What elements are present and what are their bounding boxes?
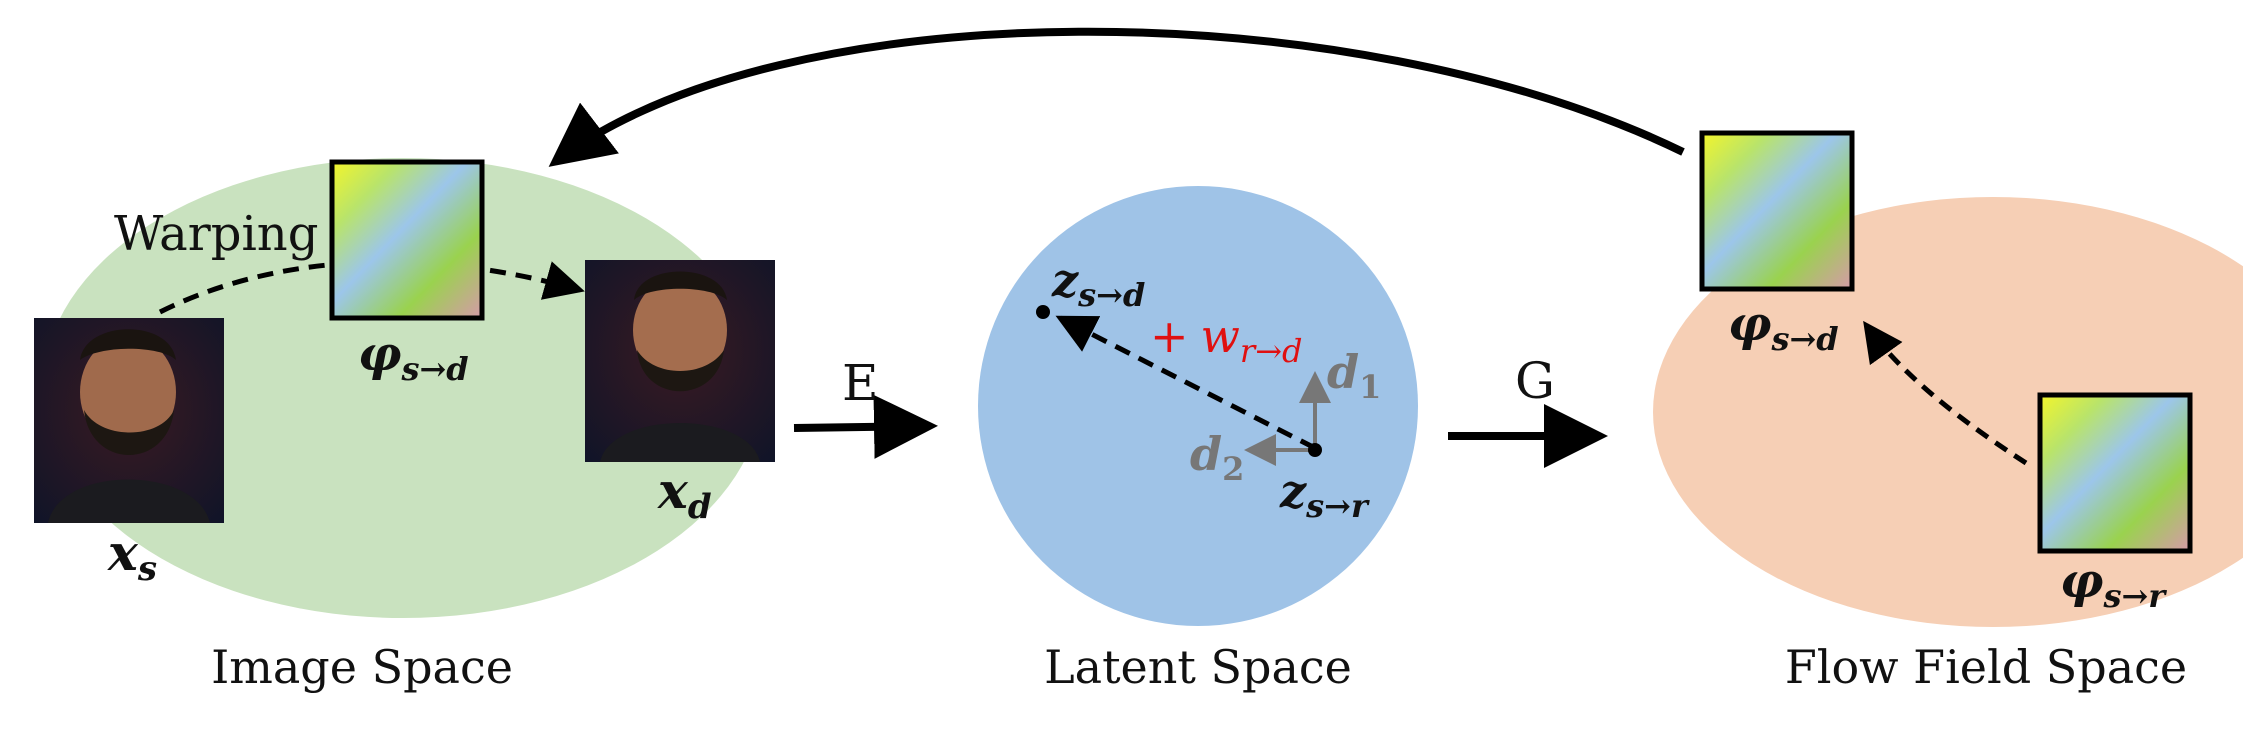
flow-field-s-to-d-icon bbox=[1699, 130, 1855, 292]
label-x-s: xs bbox=[107, 523, 157, 589]
point-z-s-to-r bbox=[1308, 443, 1322, 457]
d2-subscript: 2 bbox=[1222, 450, 1244, 488]
latent-dashed-vector bbox=[1055, 315, 1317, 451]
x-symbol: x bbox=[657, 461, 689, 520]
phi-s-to-d-subscript: s→d bbox=[1770, 320, 1838, 358]
z-s-to-r-subscript: s→r bbox=[1305, 487, 1370, 525]
feedback-arc-arrow bbox=[548, 27, 1685, 167]
d-symbol: d bbox=[1190, 427, 1222, 481]
latent-space-region bbox=[978, 186, 1418, 626]
phi-symbol: φ bbox=[2060, 553, 2103, 609]
source-face-image bbox=[34, 318, 224, 523]
x-s-subscript: s bbox=[137, 549, 157, 589]
x-d-subscript: d bbox=[688, 487, 712, 527]
x-symbol: x bbox=[107, 523, 139, 582]
phi-symbol: φ bbox=[1728, 296, 1771, 352]
label-phi-s-to-r: φs→r bbox=[2060, 553, 2167, 615]
z-symbol: z bbox=[1279, 464, 1307, 518]
point-z-s-to-d bbox=[1036, 305, 1050, 319]
warping-label: Warping bbox=[114, 206, 318, 262]
label-phi-warp: φs→d bbox=[358, 326, 469, 388]
label-d2: d2 bbox=[1190, 427, 1244, 488]
z-s-to-d-subscript: s→d bbox=[1077, 276, 1145, 314]
image-space-label: Image Space bbox=[211, 640, 513, 694]
encoder-label: E bbox=[842, 354, 879, 412]
warping-dashed-arrow bbox=[158, 259, 585, 315]
flow-space-label: Flow Field Space bbox=[1785, 640, 2187, 694]
label-z-s-to-r: zs→r bbox=[1279, 464, 1370, 525]
label-z-s-to-d: zs→d bbox=[1051, 253, 1145, 314]
phi-symbol: φ bbox=[358, 326, 401, 382]
latent-space-label: Latent Space bbox=[1044, 640, 1352, 694]
w-subscript: r→d bbox=[1240, 332, 1303, 370]
generator-label: G bbox=[1515, 352, 1555, 410]
phi-s-to-r-subscript: s→r bbox=[2102, 577, 2167, 615]
label-phi-s-to-d: φs→d bbox=[1728, 296, 1839, 358]
flow-field-s-to-r-icon bbox=[2037, 392, 2193, 554]
label-x-d: xd bbox=[657, 461, 712, 527]
w-symbol: w bbox=[1201, 309, 1240, 363]
encoder-arrow bbox=[793, 394, 938, 459]
phi-warp-subscript: s→d bbox=[400, 350, 468, 388]
d-symbol: d bbox=[1327, 345, 1359, 399]
flow-space-dashed-arrow bbox=[1863, 320, 2028, 466]
plus-symbol: + bbox=[1150, 309, 1189, 363]
label-d1: d1 bbox=[1327, 345, 1381, 406]
d1-subscript: 1 bbox=[1359, 368, 1381, 406]
flow-field-warp-icon bbox=[329, 159, 485, 321]
driving-face-image bbox=[585, 260, 775, 462]
z-symbol: z bbox=[1051, 253, 1079, 307]
label-weight-w: +wr→d bbox=[1150, 309, 1303, 370]
